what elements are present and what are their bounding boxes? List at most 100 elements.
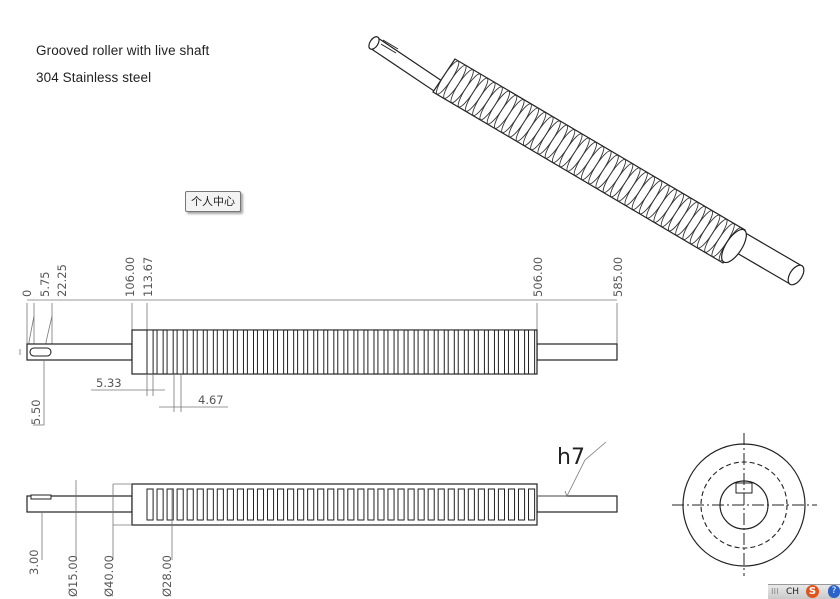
- end-view-outer-circle: [682, 443, 806, 567]
- groove: [447, 329, 455, 375]
- groove: [216, 488, 224, 521]
- end-view-shaft-circle: [719, 480, 769, 530]
- groove: [317, 488, 325, 521]
- groove: [226, 488, 234, 521]
- groove: [337, 329, 345, 375]
- groove: [297, 488, 305, 521]
- iso-keyway: [382, 39, 399, 50]
- groove: [397, 329, 405, 375]
- iso-grooves: [435, 60, 743, 262]
- groove: [507, 488, 516, 521]
- groove: [297, 329, 305, 375]
- groove: [287, 488, 295, 521]
- front-view: [19, 299, 618, 426]
- groove: [307, 488, 315, 521]
- groove: [467, 488, 475, 521]
- groove: [287, 329, 295, 375]
- groove: [337, 488, 345, 521]
- groove: [528, 329, 536, 375]
- ime-icon[interactable]: S: [806, 585, 819, 598]
- groove: [367, 488, 375, 521]
- groove: [487, 329, 495, 375]
- groove: [417, 329, 425, 375]
- dim-label: Ø15.00: [66, 555, 80, 597]
- groove: [397, 488, 405, 521]
- groove: [206, 488, 214, 521]
- isometric-view: [368, 36, 805, 286]
- bottom-grooves: [146, 488, 536, 521]
- groove: [166, 488, 174, 521]
- groove: [407, 488, 415, 521]
- groove: [327, 329, 335, 375]
- dim-groove-width: 4.67: [198, 393, 224, 407]
- tray-extra-icon[interactable]: ?: [828, 585, 840, 598]
- groove: [176, 488, 184, 521]
- groove: [447, 488, 455, 521]
- dim-label: 3.00: [27, 549, 41, 575]
- groove: [196, 329, 204, 375]
- groove: [497, 329, 505, 375]
- groove: [256, 488, 265, 521]
- iso-roller-end-right: [721, 228, 747, 264]
- groove: [457, 329, 465, 375]
- groove: [457, 488, 465, 521]
- personal-center-button[interactable]: 个人中心: [185, 191, 241, 212]
- groove: [347, 488, 355, 521]
- dim-groove-pitch: 5.33: [96, 376, 122, 390]
- groove: [507, 329, 516, 375]
- language-indicator[interactable]: CH: [786, 587, 800, 597]
- groove: [166, 329, 174, 375]
- front-grooves: [146, 329, 536, 375]
- dim-label: 5.75: [38, 271, 52, 297]
- groove: [427, 488, 435, 521]
- end-view-keyway: [735, 482, 753, 494]
- groove: [367, 329, 375, 375]
- groove: [256, 329, 265, 375]
- groove: [437, 488, 445, 521]
- groove: [226, 329, 234, 375]
- groove: [246, 329, 254, 375]
- groove: [467, 329, 475, 375]
- groove: [216, 329, 224, 375]
- iso-keyway: [380, 43, 397, 54]
- front-shaft-right: [536, 343, 618, 361]
- end-view: [672, 433, 817, 576]
- material-label: 304 Stainless steel: [36, 70, 152, 85]
- end-view-groove-circle: [700, 461, 788, 549]
- groove: [327, 488, 335, 521]
- dim-label: Ø28.00: [160, 555, 174, 597]
- groove: [417, 488, 425, 521]
- groove: [357, 488, 365, 521]
- groove: [196, 488, 204, 521]
- groove: [497, 488, 505, 521]
- grid-icon[interactable]: ⁝⁝⁝: [771, 587, 779, 596]
- groove: [156, 329, 164, 375]
- iso-shaft-left: [369, 37, 443, 92]
- dim-label: 506.00: [531, 257, 545, 297]
- groove: [186, 329, 194, 375]
- groove: [277, 329, 285, 375]
- dim-keyway-width: 5.50: [29, 399, 43, 425]
- groove: [146, 488, 154, 521]
- dim-label: Ø40.00: [102, 555, 116, 597]
- groove: [156, 488, 164, 521]
- bottom-keyway-slot: [30, 494, 52, 500]
- groove: [437, 329, 445, 375]
- dim-label: 113.67: [141, 257, 155, 297]
- groove: [377, 488, 385, 521]
- iso-shaft-end-left: [368, 36, 380, 50]
- groove: [528, 488, 536, 521]
- bottom-view: [26, 441, 618, 560]
- bottom-shaft-right: [536, 495, 618, 513]
- groove: [236, 329, 244, 375]
- groove: [236, 488, 244, 521]
- groove: [317, 329, 325, 375]
- groove: [387, 488, 395, 521]
- groove: [266, 329, 275, 375]
- groove: [407, 329, 415, 375]
- tolerance-label: h7: [557, 445, 585, 470]
- groove: [357, 329, 365, 375]
- groove: [347, 329, 355, 375]
- groove: [206, 329, 214, 375]
